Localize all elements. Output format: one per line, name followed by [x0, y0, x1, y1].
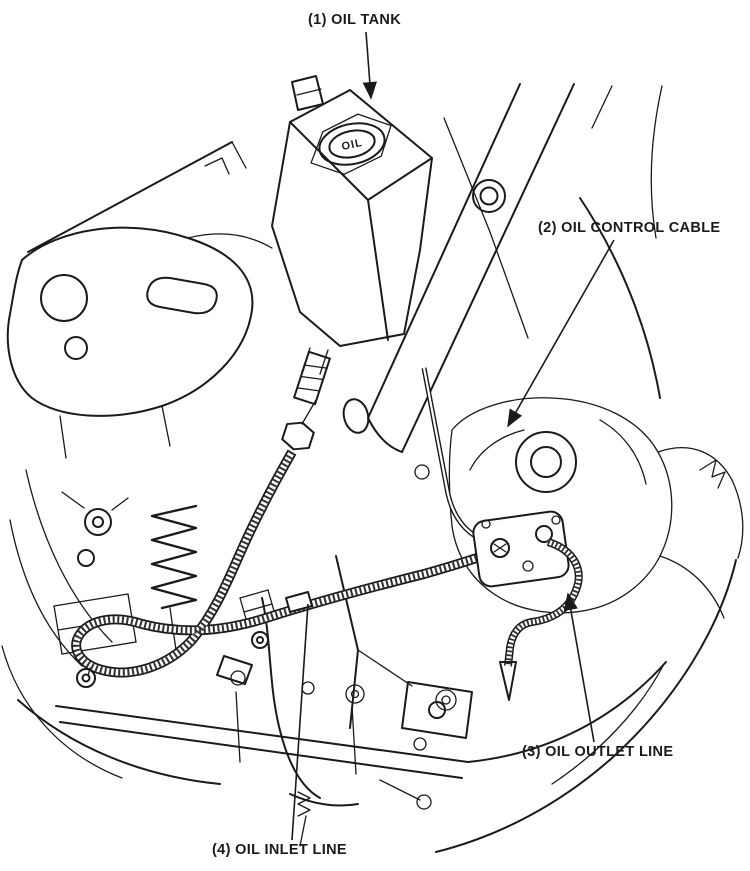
leader-line-oil-tank: [362, 31, 377, 100]
callout-oil-tank: (1) OIL TANK: [308, 12, 402, 28]
oil-filler-cap: OIL: [310, 113, 392, 175]
leader-line-oil-outlet-line: [563, 592, 595, 743]
callout-oil-control-cable: (2) OIL CONTROL CABLE: [538, 220, 721, 236]
chassis-drawing: [1, 555, 737, 853]
oil-tank-drawing: OIL: [271, 75, 433, 451]
oil-inlet-line-drawing: [76, 452, 488, 688]
oil-cap-text: OIL: [341, 137, 364, 153]
leader-lines: [291, 31, 615, 841]
left-cover-drawing: [6, 226, 273, 667]
leader-line-oil-control-cable: [507, 239, 615, 428]
oil-pump-drawing: [472, 510, 570, 588]
callout-oil-outlet-line: (3) OIL OUTLET LINE: [522, 744, 674, 760]
oil-control-cable-drawing: [414, 367, 493, 547]
leader-line-oil-inlet-line: [291, 603, 309, 841]
oil-outlet-line-drawing: [499, 542, 579, 701]
engine-drawing: [448, 397, 744, 619]
callout-oil-inlet-line: (4) OIL INLET LINE: [212, 842, 347, 858]
frame-drawing: [27, 83, 663, 453]
